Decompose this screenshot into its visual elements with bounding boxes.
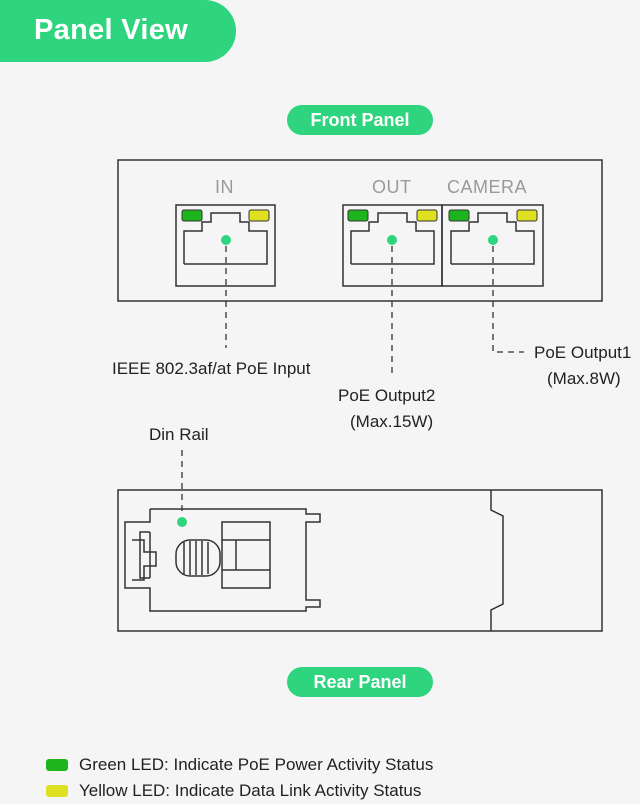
poe-input-callout: IEEE 802.3af/at PoE Input bbox=[112, 359, 311, 378]
front-panel-label: Front Panel bbox=[287, 105, 433, 135]
yellow-led bbox=[516, 209, 538, 222]
page-title: Panel View bbox=[34, 14, 188, 46]
green-led bbox=[347, 209, 369, 222]
out-port bbox=[342, 204, 443, 287]
port-marker-dot bbox=[387, 235, 397, 245]
yellow-led-swatch bbox=[46, 785, 68, 797]
port-marker-dot bbox=[488, 235, 498, 245]
camera-port bbox=[441, 204, 544, 287]
port-label-out: OUT bbox=[372, 177, 412, 197]
panel-view-banner: Panel View bbox=[0, 0, 236, 62]
front-panel-box bbox=[117, 159, 603, 302]
yellow-led bbox=[248, 209, 270, 222]
din-rail-marker-dot bbox=[177, 517, 187, 527]
poe-output1-leader bbox=[492, 246, 524, 353]
poe-output1-callout: PoE Output1 bbox=[534, 343, 632, 362]
port-label-in: IN bbox=[215, 177, 234, 197]
din-rail-callout: Din Rail bbox=[149, 425, 209, 444]
poe-output1-max: (Max.8W) bbox=[547, 369, 621, 388]
rear-panel-drawing bbox=[117, 489, 603, 632]
green-led-swatch bbox=[46, 759, 68, 771]
yellow-led bbox=[416, 209, 438, 222]
yellow-led-legend: Yellow LED: Indicate Data Link Activity … bbox=[79, 781, 422, 800]
in-port bbox=[175, 204, 276, 287]
port-label-camera: CAMERA bbox=[447, 177, 528, 197]
poe-output2-callout: PoE Output2 bbox=[338, 386, 436, 405]
port-marker-dot bbox=[221, 235, 231, 245]
rear-panel-label: Rear Panel bbox=[287, 667, 433, 697]
green-led bbox=[181, 209, 203, 222]
poe-output2-max: (Max.15W) bbox=[350, 412, 434, 431]
green-led bbox=[448, 209, 470, 222]
green-led-legend: Green LED: Indicate PoE Power Activity S… bbox=[79, 755, 434, 774]
